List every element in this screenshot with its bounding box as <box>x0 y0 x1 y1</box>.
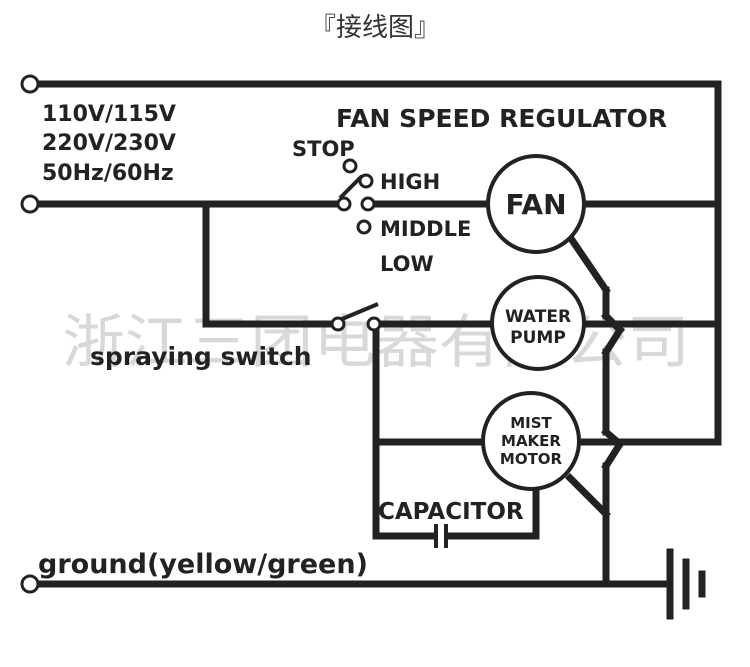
mist-case-lead <box>565 473 611 519</box>
water-pump-motor <box>490 275 586 371</box>
spray-switch-in-contact <box>330 316 346 332</box>
high-contact <box>358 173 374 189</box>
stop-contact <box>342 158 358 174</box>
mist-maker-label-1: MIST <box>510 414 552 432</box>
supply-frequency: 50Hz/60Hz <box>42 161 174 186</box>
earth-ground-icon <box>666 548 706 620</box>
spraying-switch-label: spraying switch <box>90 342 312 371</box>
supply-terminal-bottom <box>20 194 40 214</box>
low-contact <box>356 219 372 235</box>
middle-contact <box>360 196 376 212</box>
high-label: HIGH <box>380 170 440 194</box>
fan-motor-label: FAN <box>505 188 566 221</box>
mist-maker-label-2: MAKER <box>501 432 561 450</box>
ground-terminal <box>20 574 40 594</box>
stop-label: STOP <box>292 137 355 161</box>
spraying-switch <box>330 302 382 332</box>
regulator-label: FAN SPEED REGULATOR <box>336 104 667 133</box>
supply-voltage-2: 220V/230V <box>42 131 176 156</box>
mist-maker-label-3: MOTOR <box>500 450 563 468</box>
water-pump-label-1: WATER <box>505 307 571 327</box>
supply-voltage-1: 110V/115V <box>42 102 176 127</box>
middle-label: MIDDLE <box>380 217 471 241</box>
mist-maker-motor <box>481 391 581 491</box>
supply-terminal-top <box>20 74 40 94</box>
capacitor <box>434 524 448 548</box>
water-pump-label-2: PUMP <box>510 328 566 348</box>
pump-ground-lead-2 <box>601 325 625 357</box>
wiring <box>32 80 722 588</box>
regulator-switch-blade <box>338 174 364 200</box>
spray-switch-out-contact <box>366 316 382 332</box>
regulator-common-contact <box>336 196 352 212</box>
low-label: LOW <box>380 252 434 276</box>
ground-label: ground(yellow/green) <box>38 549 368 580</box>
capacitor-label: CAPACITOR <box>378 499 524 525</box>
fan-motor <box>486 154 586 254</box>
spray-switch-blade <box>341 302 379 321</box>
mist-ground-lead-2 <box>601 439 625 471</box>
fan-speed-regulator-switch <box>336 158 376 235</box>
diagram-title: 『接线图』 <box>310 13 440 43</box>
fan-ground-lead <box>567 235 611 295</box>
